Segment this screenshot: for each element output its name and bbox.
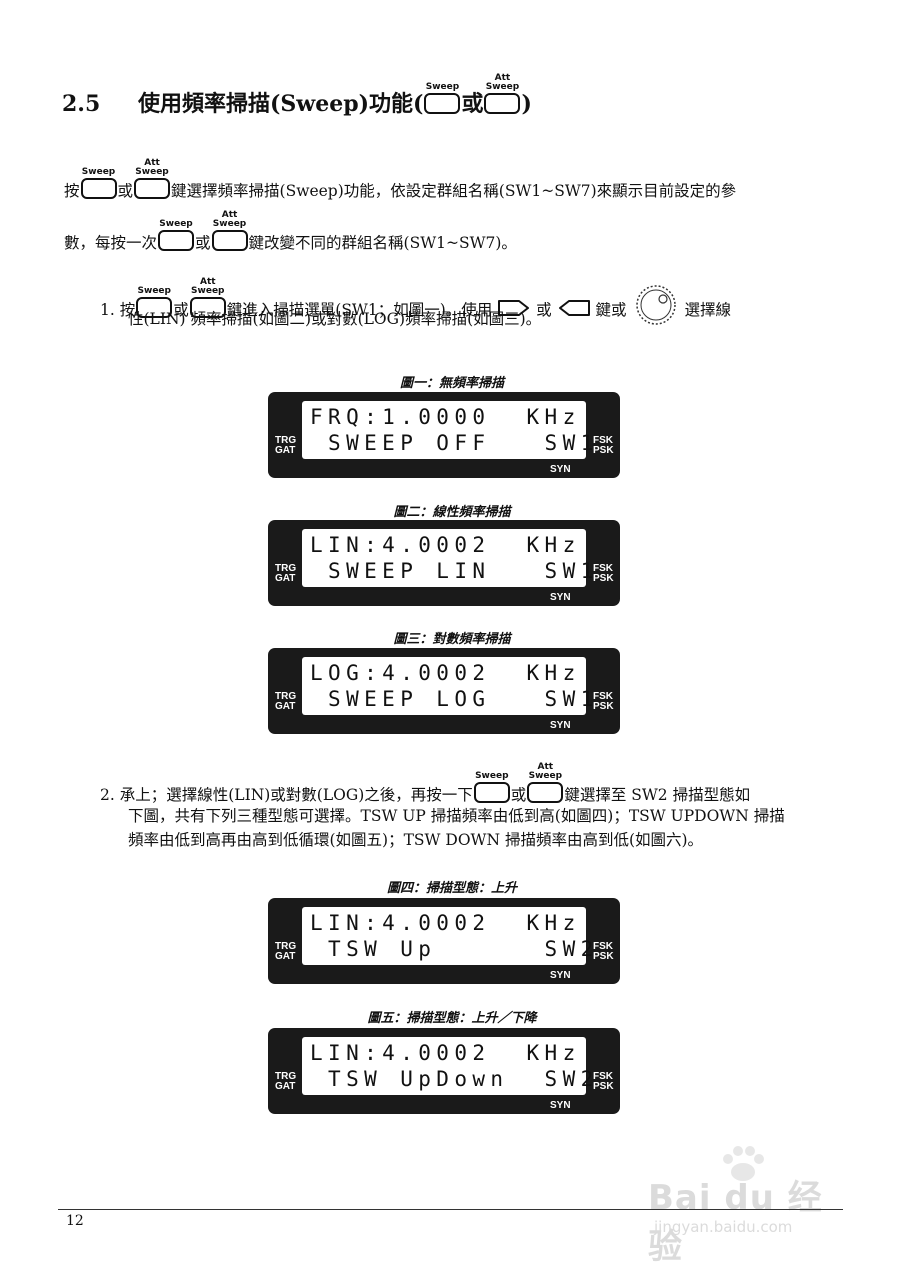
- sweep-key-icon: Sweep: [473, 772, 510, 803]
- att-sweep-key-icon: Att Sweep: [484, 74, 521, 114]
- section-number: 2.5: [62, 91, 101, 117]
- syn-label: SYN: [550, 1100, 571, 1111]
- att-sweep-key-icon: Att Sweep: [211, 211, 248, 251]
- figure-caption: 圖三：對數頻率掃描: [393, 632, 511, 647]
- sweep-key-icon: Sweep: [158, 220, 195, 251]
- figure-caption: 圖一：無頻率掃描: [399, 376, 504, 391]
- sweep-key-icon: Sweep: [136, 287, 173, 318]
- watermark-brand: Bai du 经验: [648, 1178, 823, 1267]
- att-sweep-key-icon: Att Sweep: [134, 159, 171, 199]
- step2-line-3: 頻率由低到高再由高到低循環(如圖五)；TSW DOWN 掃描頻率由高到低(如圖六…: [128, 831, 704, 849]
- sweep-key-icon: Sweep: [424, 83, 461, 114]
- step1-number: 1.: [100, 301, 115, 319]
- syn-label: SYN: [550, 970, 571, 981]
- syn-label: SYN: [550, 592, 571, 603]
- footer-divider: [58, 1209, 843, 1210]
- page-number: 12: [66, 1213, 84, 1229]
- baidu-watermark: Bai du 经验 jingyan.baidu.com: [648, 1146, 848, 1267]
- lcd-row-2: SWEEP OFF SW1: [310, 431, 599, 455]
- lcd-row-2: SWEEP LOG SW1: [310, 687, 599, 711]
- step2-number: 2.: [100, 786, 115, 804]
- att-sweep-key-icon: Att Sweep: [527, 763, 564, 803]
- lcd-row-2: TSW UpDown SW2: [310, 1067, 599, 1091]
- lcd-row-1: LIN:4.0002 KHz: [310, 1041, 581, 1065]
- figure-caption: 圖四：掃描型態：上升: [386, 881, 517, 896]
- lcd-row-1: LIN:4.0002 KHz: [310, 533, 581, 557]
- sweep-key-icon: Sweep: [80, 168, 117, 199]
- lcd-screen: LIN:4.0002 KHz TSW Up SW2: [302, 907, 593, 965]
- lcd-row-2: TSW Up SW2: [310, 937, 599, 961]
- left-arrow-key-icon: [558, 300, 590, 316]
- figure-caption: 圖二：線性頻率掃描: [393, 505, 511, 520]
- lcd-screen: FRQ:1.0000 KHz SWEEP OFF SW1: [302, 401, 593, 459]
- lcd-row-1: LIN:4.0002 KHz: [310, 911, 581, 935]
- paw-logo-icon: [723, 1146, 764, 1181]
- step1-line-2: 性(LIN) 頻率掃描(如圖二)或對數(LOG)頻率掃描(如圖三)。: [128, 310, 542, 328]
- title-close: ): [521, 91, 532, 117]
- lcd-screen: LIN:4.0002 KHz TSW UpDown SW2: [302, 1037, 593, 1095]
- figure-caption: 圖五：掃描型態：上升／下降: [367, 1011, 537, 1026]
- syn-label: SYN: [550, 720, 571, 731]
- title-or: 或: [461, 91, 484, 117]
- lcd-screen: LOG:4.0002 KHz SWEEP LOG SW1: [302, 657, 593, 715]
- watermark-url: jingyan.baidu.com: [654, 1218, 793, 1236]
- lcd-screen: LIN:4.0002 KHz SWEEP LIN SW1: [302, 529, 593, 587]
- att-sweep-key-icon: Att Sweep: [189, 278, 226, 318]
- syn-label: SYN: [550, 464, 571, 475]
- lcd-row-1: LOG:4.0002 KHz: [310, 661, 581, 685]
- right-arrow-key-icon: [498, 300, 530, 316]
- lcd-row-1: FRQ:1.0000 KHz: [310, 405, 581, 429]
- rotary-knob-icon: [635, 285, 676, 325]
- lcd-row-2: SWEEP LIN SW1: [310, 559, 599, 583]
- section-title-text: 使用頻率掃描(Sweep)功能(: [138, 91, 424, 117]
- step2-line-2: 下圖，共有下列三種型態可選擇。TSW UP 掃描頻率由低到高(如圖四)；TSW …: [128, 807, 785, 825]
